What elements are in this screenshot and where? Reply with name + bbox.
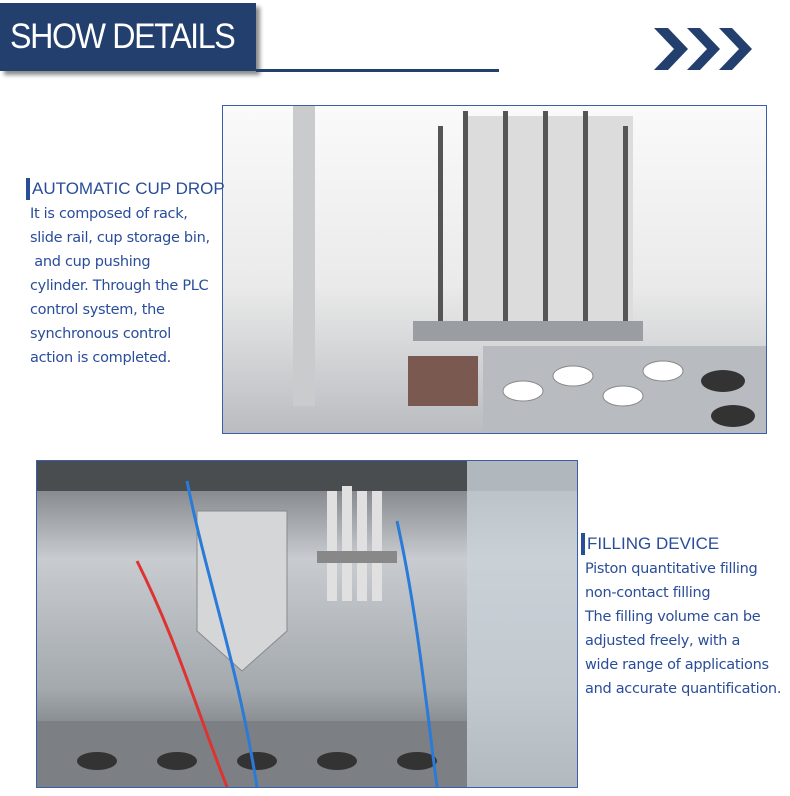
section-description: It is composed of rack, slide rail, cup … — [30, 202, 226, 370]
section-title: AUTOMATIC CUP DROP — [32, 179, 225, 198]
header-underline — [256, 69, 499, 72]
description-line: Piston quantitative filling — [585, 561, 758, 577]
chevrons-right-icon — [654, 28, 752, 70]
description-line: wide range of applications — [585, 657, 769, 673]
description-line: It is composed of rack, — [30, 206, 188, 222]
description-line: and cup pushing — [30, 254, 151, 270]
filling-machine-illustration — [37, 461, 577, 787]
cup-drop-machine-illustration — [293, 106, 766, 433]
description-line: slide rail, cup storage bin, — [30, 230, 210, 246]
section-header: SHOW DETAILS — [0, 3, 256, 71]
section-automatic-cup-drop: AUTOMATIC CUP DROP It is composed of rac… — [26, 178, 226, 370]
description-line: synchronous control — [30, 326, 171, 342]
description-line: and accurate quantification. — [585, 681, 782, 697]
header-title: SHOW DETAILS — [10, 17, 236, 56]
section-title: FILLING DEVICE — [587, 534, 720, 553]
title-accent-bar — [26, 178, 30, 200]
cup-drop-photo — [222, 105, 767, 434]
description-line: cylinder. Through the PLC — [30, 278, 209, 294]
section-filling-device: FILLING DEVICE Piston quantitative filli… — [581, 533, 790, 701]
section-description: Piston quantitative filling non-contact … — [585, 557, 790, 701]
description-line: adjusted freely, with a — [585, 633, 741, 649]
description-line: control system, the — [30, 302, 165, 318]
description-line: action is completed. — [30, 350, 171, 366]
description-line: The filling volume can be — [585, 609, 761, 625]
description-line: non-contact filling — [585, 585, 711, 601]
title-accent-bar — [581, 533, 585, 555]
filling-device-photo — [36, 460, 578, 788]
